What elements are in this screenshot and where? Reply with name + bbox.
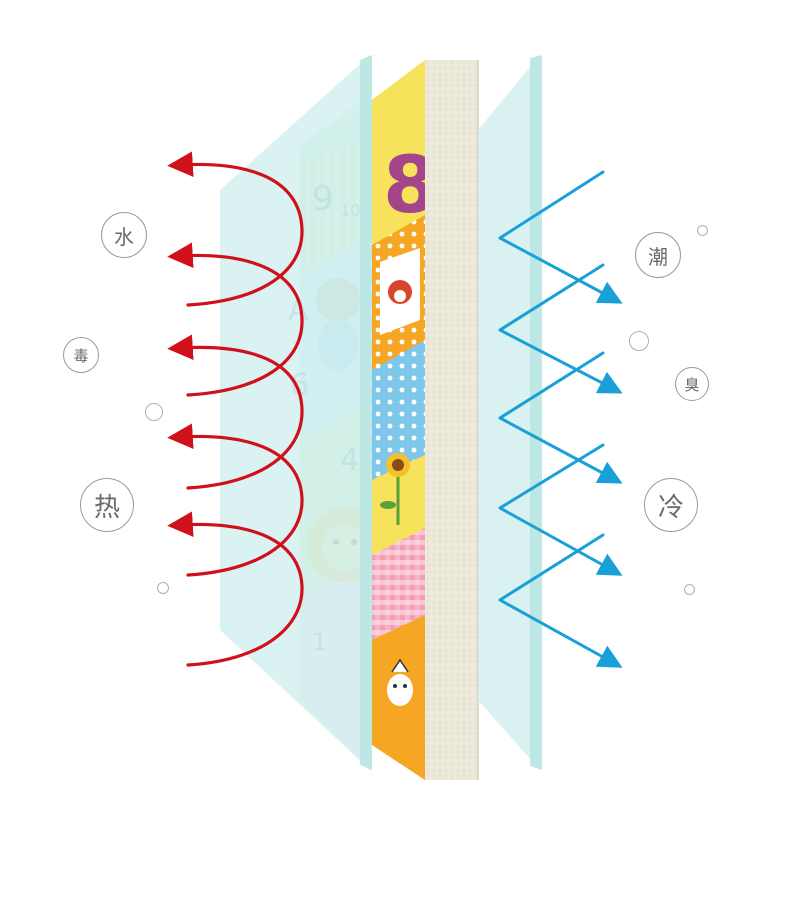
label-water: 水 [101, 212, 147, 258]
bubble-icon [157, 582, 169, 594]
heat-reflect-arrows [167, 151, 304, 667]
mat-tile-yellow [372, 60, 425, 245]
bubble-icon [145, 403, 163, 421]
label-odor-text: 臭 [684, 375, 700, 394]
heat-reflect-arrow [167, 511, 304, 667]
heat-reflect-arrow [167, 242, 304, 397]
bubble-icon [697, 225, 708, 236]
bubble-icon [684, 584, 695, 595]
bubble-icon [629, 331, 649, 351]
label-heat-text: 热 [93, 492, 120, 523]
cold-block-arrows [498, 170, 623, 668]
label-odor: 臭 [675, 367, 709, 401]
cold-block-arrow [498, 263, 623, 394]
label-heat: 热 [80, 478, 134, 532]
left-glass-edge [360, 55, 372, 770]
cold-block-arrow [498, 443, 623, 576]
label-toxin-text: 毒 [73, 346, 89, 365]
label-moisture: 潮 [635, 232, 681, 278]
label-moisture-text: 潮 [648, 244, 668, 269]
heat-reflect-arrow [167, 151, 304, 307]
left-glass-panel [220, 55, 370, 770]
foam-core [425, 60, 478, 780]
cold-block-arrow [498, 170, 623, 304]
mat-tile-pink-check [372, 528, 425, 640]
heat-reflect-arrow [167, 334, 304, 490]
cold-block-arrow [498, 351, 623, 484]
cold-block-arrow [498, 533, 623, 668]
label-toxin: 毒 [63, 337, 99, 373]
sunflower-illustration [380, 453, 410, 525]
zebra-illustration [387, 658, 413, 706]
mat-tile-blue-dots [372, 340, 425, 480]
label-cold: 冷 [644, 478, 698, 532]
label-cold-text: 冷 [657, 492, 684, 523]
heat-reflect-arrow [167, 423, 304, 577]
label-water-text: 水 [114, 224, 134, 249]
